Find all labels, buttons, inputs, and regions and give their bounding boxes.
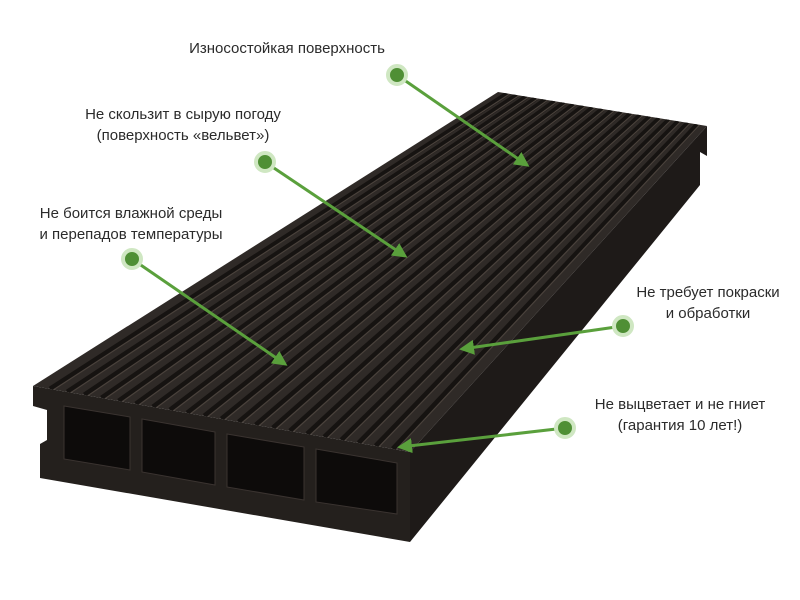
board-groove [237, 108, 614, 424]
board-chamber [226, 433, 305, 501]
callout-moisture-arrow [131, 257, 288, 366]
callout-slip: Не скользит в сырую погоду(поверхность «… [85, 106, 408, 258]
callout-wear-arrow [396, 73, 530, 167]
board-ridge-highlight [395, 124, 700, 451]
board-ridge-highlight [292, 115, 643, 433]
board-groove [356, 119, 681, 445]
board-groove [48, 92, 509, 392]
board-ridge-highlight [172, 104, 577, 412]
board-groove [83, 94, 528, 398]
callout-wear-text: Износостойкая поверхность [189, 40, 385, 57]
callout-fade-text: Не выцветает и не гниет(гарантия 10 лет!… [595, 396, 766, 434]
callout-paint-dot [612, 315, 634, 337]
board-groove [391, 122, 700, 451]
board-ridge-highlight [224, 109, 605, 421]
board-ridge-highlight [378, 122, 691, 448]
board-ridge-highlight [326, 118, 662, 439]
board-ridge-highlight [361, 121, 681, 445]
board-ridge-highlight [52, 93, 510, 391]
board-groove [100, 96, 538, 401]
callout-wear: Износостойкая поверхность [189, 40, 530, 167]
board-ridge-highlight [344, 119, 672, 442]
board-ridge-highlight [275, 113, 634, 430]
board-groove [322, 116, 662, 439]
callout-fade-dot [554, 417, 576, 439]
board-ridge-highlight [104, 98, 539, 400]
callout-moisture-dot [121, 248, 143, 270]
board-groove [151, 100, 566, 410]
callout-slip-arrow [264, 160, 408, 258]
board-groove [134, 99, 557, 407]
callout-paint-arrow [459, 324, 624, 355]
board-ridge-highlight [258, 112, 624, 427]
board-groove [254, 110, 624, 427]
board-chamber [63, 405, 131, 471]
board-groove [219, 107, 605, 421]
board-ridge-highlight [69, 95, 520, 394]
callout-wear-dot [386, 64, 408, 86]
board-ridge-highlight [155, 102, 567, 409]
board-groove [373, 121, 690, 448]
callout-slip-text: Не скользит в сырую погоду(поверхность «… [85, 106, 281, 144]
board-ridge-highlight [309, 116, 653, 436]
decking-board [33, 92, 707, 542]
board-grooves [48, 92, 700, 451]
callout-fade: Не выцветает и не гниет(гарантия 10 лет!… [397, 396, 766, 454]
board-groove [305, 114, 652, 436]
board-groove [168, 102, 576, 412]
board-ridge-highlight [121, 99, 548, 403]
board-groove [117, 97, 547, 404]
board-chamber [141, 418, 216, 486]
board-groove [339, 118, 671, 442]
callout-slip-dot [254, 151, 276, 173]
board-ridge-highlight [138, 101, 558, 406]
board-ridge-highlight [87, 96, 529, 397]
board-groove [65, 93, 519, 395]
board-ridge-highlight [241, 110, 615, 424]
board-groove [271, 111, 633, 430]
board-chamber [315, 448, 398, 515]
callout-fade-arrow [397, 426, 566, 454]
board-groove [288, 113, 643, 433]
board-hollow-chambers [63, 405, 398, 515]
